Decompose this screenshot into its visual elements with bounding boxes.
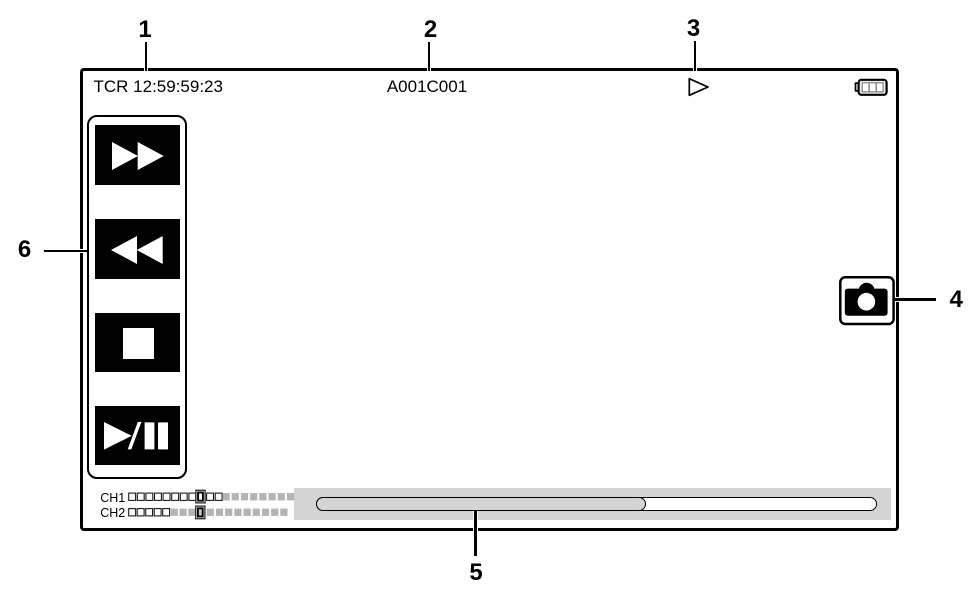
svg-text:CH2: CH2 [100, 506, 125, 520]
svg-text:CH1: CH1 [100, 491, 125, 505]
